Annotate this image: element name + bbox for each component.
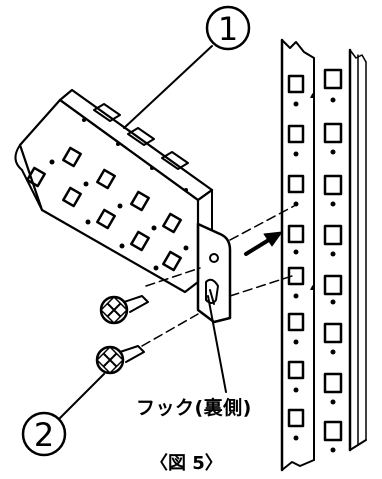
alignment-lines xyxy=(141,205,295,347)
callout-2: 2 xyxy=(21,411,67,457)
svg-text:2: 2 xyxy=(34,416,54,454)
leader-lines xyxy=(59,45,227,419)
rack-post xyxy=(280,38,367,472)
svg-text:1: 1 xyxy=(218,10,238,48)
callout-1: 1 xyxy=(205,5,251,51)
screw-upper xyxy=(99,295,149,325)
figure-caption: 〈図 5〉 xyxy=(150,453,223,474)
rail-bracket xyxy=(14,88,232,324)
hook-label: フック(裏側) xyxy=(136,397,252,419)
insertion-arrow xyxy=(244,231,283,256)
screw-lower xyxy=(95,345,145,375)
